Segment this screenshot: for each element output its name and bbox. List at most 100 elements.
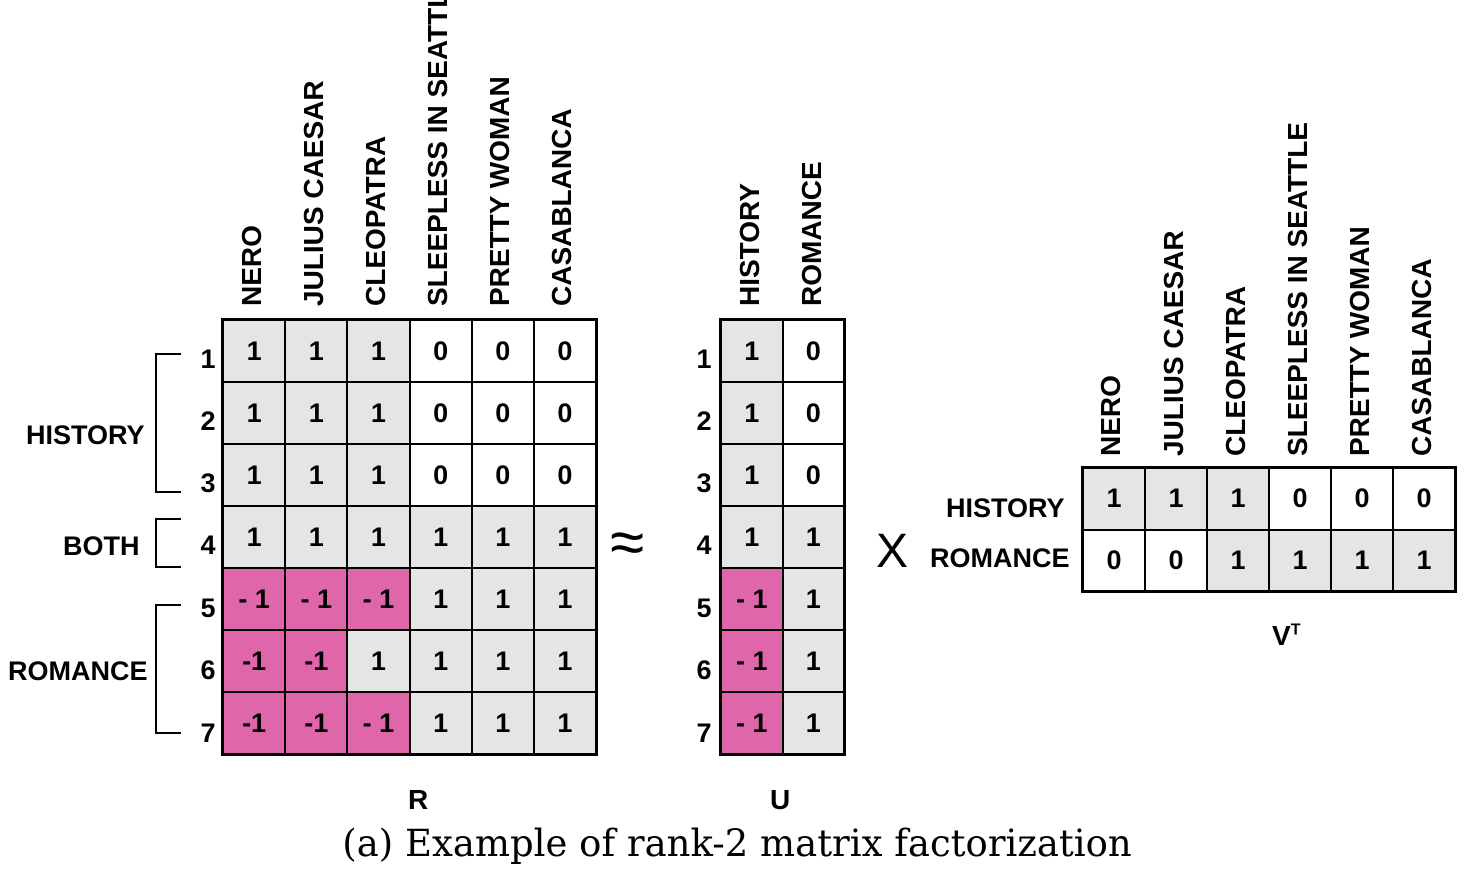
matrix-u-cell: - 1 <box>721 692 783 754</box>
matrix-vt-label: VT <box>1272 620 1301 651</box>
matrix-u-cell: 1 <box>721 506 783 568</box>
matrix-vt-cell: 1 <box>1145 468 1207 530</box>
group-label-both: BOTH <box>63 531 140 561</box>
both-bracket <box>155 518 181 568</box>
matrix-r-label: R <box>408 784 429 815</box>
matrix-u-cell: 1 <box>721 320 783 382</box>
r-row-number: 5 <box>200 593 216 623</box>
history-bracket <box>155 353 181 493</box>
matrix-r-cell: 0 <box>533 444 596 506</box>
matrix-u-label: U <box>770 784 791 815</box>
romance-bracket <box>155 604 181 734</box>
matrix-u-cell: 0 <box>782 320 844 382</box>
matrix-r-cell: 0 <box>471 444 534 506</box>
matrix-vt-cell: 1 <box>1207 468 1269 530</box>
matrix-r-cell: 0 <box>409 444 472 506</box>
matrix-r-cell: 1 <box>409 506 472 568</box>
matrix-r-cell: 1 <box>471 630 534 692</box>
matrix-u-cell: 1 <box>721 444 783 506</box>
matrix-r-cell: 1 <box>223 444 286 506</box>
matrix-r-cell: - 1 <box>347 568 410 630</box>
matrix-r-cell: 1 <box>409 692 472 754</box>
u-row-number: 6 <box>696 655 712 685</box>
matrix-u-cell: 1 <box>782 568 844 630</box>
matrix-r-cell: 1 <box>471 506 534 568</box>
matrix-vt-cell: 1 <box>1207 529 1269 591</box>
matrix-r-cell: 1 <box>285 382 348 444</box>
matrix-vt-cell: 1 <box>1393 529 1455 591</box>
matrix-r-cell: - 1 <box>285 568 348 630</box>
group-label-romance: ROMANCE <box>8 656 148 686</box>
matrix-u-cell: 1 <box>782 506 844 568</box>
matrix-r-cell: - 1 <box>223 568 286 630</box>
matrix-r-cell: 1 <box>409 568 472 630</box>
approx-symbol: ≈ <box>610 508 645 577</box>
matrix-r-cell: 0 <box>471 320 534 382</box>
figure-caption: (a) Example of rank-2 matrix factorizati… <box>342 822 1132 865</box>
r-row-number: 3 <box>200 468 216 498</box>
matrix-r-cell: 0 <box>471 382 534 444</box>
matrix-r-cell: 0 <box>409 382 472 444</box>
r-row-number: 2 <box>200 406 216 436</box>
vt-row-label-history: HISTORY <box>946 493 1065 523</box>
u-row-number: 4 <box>696 530 712 560</box>
matrix-r-cell: 1 <box>223 506 286 568</box>
r-row-number: 7 <box>200 718 216 748</box>
matrix-u-cell: 1 <box>721 382 783 444</box>
matrix-r-cell: 0 <box>533 320 596 382</box>
matrix-u-cell: - 1 <box>721 568 783 630</box>
matrix-u-cell: - 1 <box>721 630 783 692</box>
matrix-r-cell: 1 <box>347 630 410 692</box>
matrix-vt-cell: 1 <box>1083 468 1145 530</box>
matrix-r-cell: 1 <box>285 506 348 568</box>
r-row-number: 1 <box>200 344 216 374</box>
u-row-number: 5 <box>696 593 712 623</box>
matrix-r-cell: 1 <box>223 382 286 444</box>
group-label-history: HISTORY <box>26 420 145 450</box>
times-symbol: X <box>876 525 909 578</box>
u-row-number: 2 <box>696 406 712 436</box>
matrix-r-cell: 0 <box>409 320 472 382</box>
matrix-r-cell: 1 <box>347 382 410 444</box>
matrix-vt-cell: 0 <box>1145 529 1207 591</box>
matrix-r-cell: 1 <box>533 630 596 692</box>
matrix-r-cell: 0 <box>533 382 596 444</box>
matrix-r-cell: -1 <box>285 630 348 692</box>
matrix-r-cell: - 1 <box>347 692 410 754</box>
matrix-r-cell: 1 <box>533 568 596 630</box>
matrix-u-cell: 1 <box>782 692 844 754</box>
matrix-vt-cell: 0 <box>1269 468 1331 530</box>
matrix-r-cell: 1 <box>471 692 534 754</box>
matrix-vt-cell: 0 <box>1083 529 1145 591</box>
matrix-vt-cell: 0 <box>1331 468 1393 530</box>
matrix-r-cell: 1 <box>347 506 410 568</box>
u-row-number: 7 <box>696 718 712 748</box>
matrix-r-cell: 1 <box>223 320 286 382</box>
matrix-r-cell: 1 <box>285 320 348 382</box>
u-row-number: 3 <box>696 468 712 498</box>
matrix-r-cell: -1 <box>285 692 348 754</box>
matrix-u-cell: 1 <box>782 630 844 692</box>
matrix-r-cell: 1 <box>409 630 472 692</box>
matrix-vt-cell: 1 <box>1331 529 1393 591</box>
matrix-r-cell: 1 <box>347 320 410 382</box>
matrix-r-cell: -1 <box>223 692 286 754</box>
r-row-number: 6 <box>200 655 216 685</box>
matrix-r-cell: 1 <box>533 692 596 754</box>
matrix-u-cell: 0 <box>782 382 844 444</box>
vt-row-label-romance: ROMANCE <box>930 543 1070 573</box>
matrix-u-cell: 0 <box>782 444 844 506</box>
r-row-number: 4 <box>200 530 216 560</box>
matrix-r-cell: -1 <box>223 630 286 692</box>
matrix-r-cell: 1 <box>533 506 596 568</box>
u-row-number: 1 <box>696 344 712 374</box>
matrix-r-cell: 1 <box>347 444 410 506</box>
matrix-vt-cell: 1 <box>1269 529 1331 591</box>
matrix-r-cell: 1 <box>285 444 348 506</box>
matrix-vt-cell: 0 <box>1393 468 1455 530</box>
matrix-r-cell: 1 <box>471 568 534 630</box>
